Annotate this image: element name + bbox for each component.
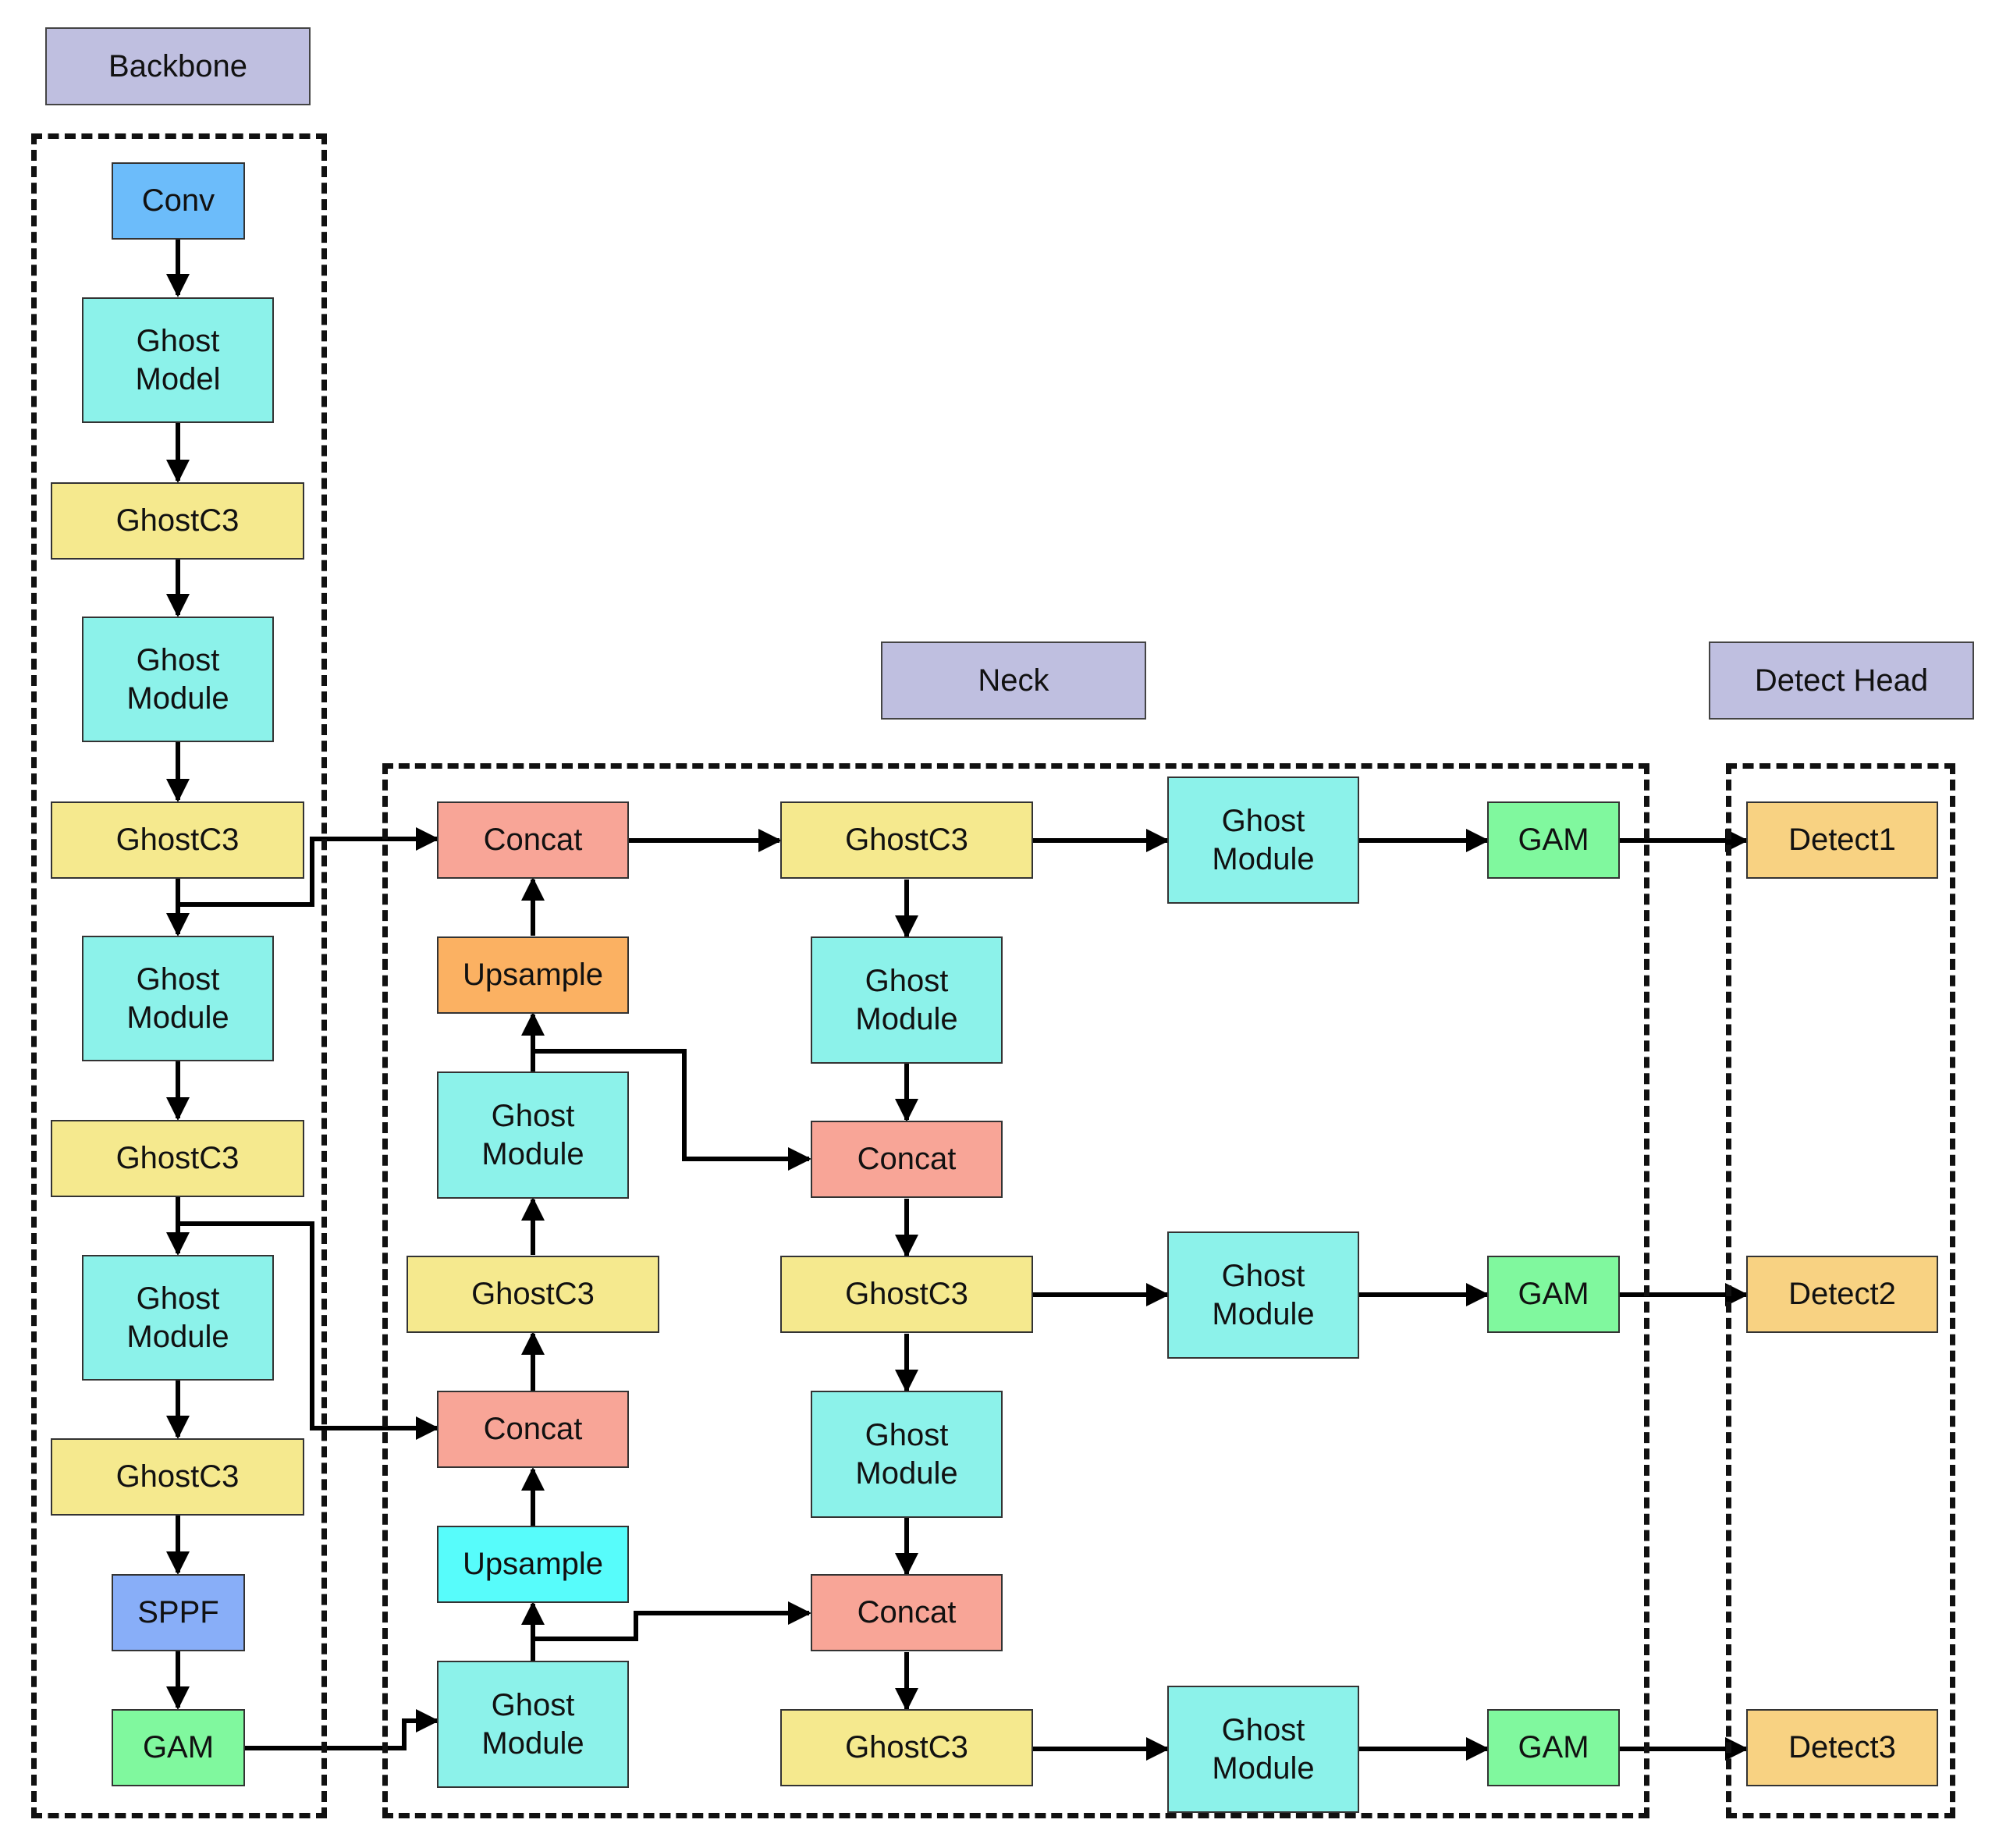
backbone-frame bbox=[31, 133, 327, 1818]
right-gam-3: GAM bbox=[1487, 1709, 1620, 1786]
backbone-ghostc3-2: GhostC3 bbox=[51, 801, 304, 879]
arrow-upsample-1-branch-to-mid-concat-1 bbox=[533, 1049, 811, 1171]
arrow-skip-c3-2-to-concat-1 bbox=[178, 827, 439, 907]
ghost-model-block: Ghost Model bbox=[82, 297, 274, 423]
backbone-ghostc3-1: GhostC3 bbox=[51, 482, 304, 560]
neck-ghostc3-1: GhostC3 bbox=[407, 1256, 659, 1333]
arrow-upsample-2-branch-to-mid-concat-2 bbox=[533, 1601, 811, 1641]
right-ghost-module-2: Ghost Module bbox=[1167, 1231, 1359, 1359]
neck-frame bbox=[382, 763, 1649, 1818]
arrow-skip-c3-3-to-concat-2 bbox=[178, 1221, 439, 1440]
right-gam-2: GAM bbox=[1487, 1256, 1620, 1333]
neck-concat-1: Concat bbox=[437, 801, 629, 879]
right-ghost-module-1: Ghost Module bbox=[1167, 777, 1359, 904]
backbone-header: Backbone bbox=[45, 27, 311, 105]
sppf-block: SPPF bbox=[112, 1574, 245, 1651]
right-ghost-module-3: Ghost Module bbox=[1167, 1686, 1359, 1813]
mid-ghost-module-1: Ghost Module bbox=[811, 936, 1003, 1064]
neck-concat-2: Concat bbox=[437, 1391, 629, 1468]
detect1-block: Detect1 bbox=[1746, 801, 1938, 879]
mid-ghost-module-2: Ghost Module bbox=[811, 1391, 1003, 1518]
right-gam-1: GAM bbox=[1487, 801, 1620, 879]
backbone-ghostc3-4: GhostC3 bbox=[51, 1438, 304, 1516]
mid-ghostc3-2: GhostC3 bbox=[780, 1256, 1033, 1333]
mid-ghostc3-1: GhostC3 bbox=[780, 801, 1033, 879]
backbone-ghost-module-2: Ghost Module bbox=[82, 936, 274, 1061]
mid-concat-2: Concat bbox=[811, 1574, 1003, 1651]
detect2-block: Detect2 bbox=[1746, 1256, 1938, 1333]
mid-concat-1: Concat bbox=[811, 1121, 1003, 1198]
neck-header: Neck bbox=[881, 641, 1146, 720]
detect-head-header: Detect Head bbox=[1709, 641, 1974, 720]
mid-ghostc3-3: GhostC3 bbox=[780, 1709, 1033, 1786]
head-frame bbox=[1726, 763, 1955, 1818]
backbone-gam-block: GAM bbox=[112, 1709, 245, 1786]
backbone-ghost-module-3: Ghost Module bbox=[82, 1255, 274, 1381]
backbone-ghost-module-1: Ghost Module bbox=[82, 617, 274, 742]
backbone-ghostc3-3: GhostC3 bbox=[51, 1120, 304, 1197]
neck-upsample-2: Upsample bbox=[437, 1526, 629, 1603]
neck-ghost-module-2: Ghost Module bbox=[437, 1661, 629, 1788]
detect3-block: Detect3 bbox=[1746, 1709, 1938, 1786]
neck-ghost-module-1: Ghost Module bbox=[437, 1071, 629, 1199]
neck-upsample-1: Upsample bbox=[437, 936, 629, 1014]
conv-block: Conv bbox=[112, 162, 245, 240]
